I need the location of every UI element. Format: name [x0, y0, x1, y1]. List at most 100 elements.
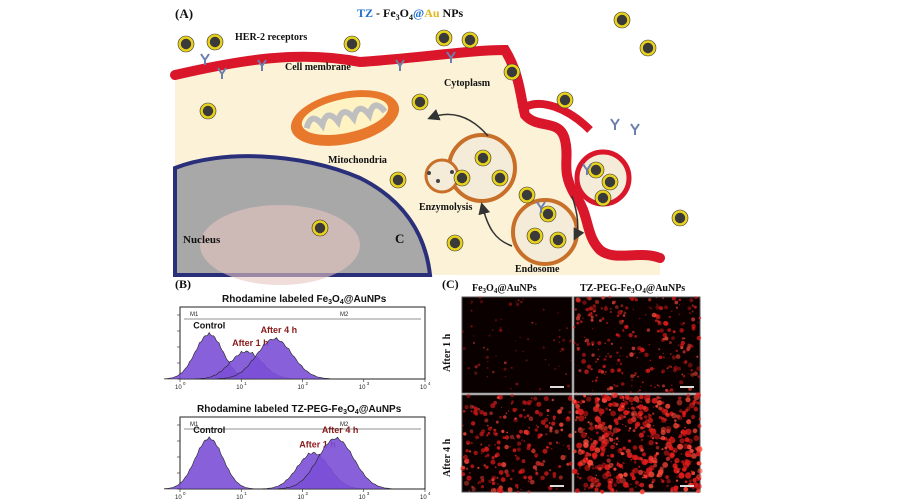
fluorescence-spot	[686, 444, 692, 450]
fluorescence-spot	[507, 487, 513, 493]
fluorescence-spot	[618, 355, 621, 357]
fluorescence-spot	[576, 442, 583, 449]
fluorescence-spot	[551, 421, 556, 426]
fluorescence-spot	[551, 398, 554, 402]
fluorescence-spot	[535, 460, 541, 466]
fluorescence-spot	[658, 406, 662, 411]
fluorescence-spot	[665, 388, 669, 392]
fluorescence-spot	[578, 369, 582, 373]
fluorescence-spot	[488, 479, 492, 483]
fluorescence-spot	[603, 432, 610, 438]
fluorescence-spot	[662, 337, 665, 340]
fluorescence-spot	[513, 438, 515, 440]
fluorescence-spot	[574, 431, 577, 433]
fluorescence-spot	[616, 478, 622, 484]
fluorescence-spot	[575, 488, 580, 494]
fluorescence-spot	[671, 412, 677, 419]
fluorescence-spot	[546, 409, 550, 412]
fragment	[436, 179, 440, 183]
fluorescence-spot	[594, 424, 598, 428]
fluorescence-spot	[589, 425, 594, 431]
x-tick-exponent: 0	[183, 491, 186, 496]
fluorescence-spot	[661, 448, 664, 451]
fluorescence-spot	[682, 350, 686, 354]
fluorescence-spot	[641, 381, 644, 384]
fluorescence-spot	[608, 399, 611, 401]
fluorescence-spot	[491, 456, 495, 460]
fluorescence-spot	[667, 328, 671, 332]
fluorescence-spot	[689, 312, 691, 314]
fluorescence-spot	[647, 414, 652, 419]
panel-a: (A) TZ - Fe3O4@Au NPs HER-2 receptors Ce…	[170, 6, 689, 285]
x-tick-label: 10	[298, 495, 305, 500]
fluorescence-spot	[480, 475, 485, 480]
fluorescence-spot	[490, 459, 496, 465]
x-tick-label: 10	[175, 495, 182, 500]
nucleus-label: Nucleus	[183, 234, 221, 246]
fluorescence-spot	[474, 371, 478, 375]
fluorescence-spot	[497, 483, 499, 485]
fluorescence-spot	[582, 400, 586, 404]
fluorescence-spot	[691, 317, 696, 322]
fluorescence-spot	[580, 432, 587, 439]
fluorescence-spot	[471, 485, 474, 488]
fluorescence-spot	[589, 438, 593, 441]
fluorescence-spot	[635, 486, 637, 488]
fluorescence-spot	[514, 454, 517, 457]
her2-receptor	[395, 59, 405, 71]
fluorescence-spot	[653, 463, 657, 468]
fluorescence-spot	[470, 410, 473, 413]
fluorescence-spot	[506, 431, 508, 434]
fluorescence-spot	[688, 387, 692, 391]
fluorescence-spot	[610, 392, 618, 399]
fluorescence-spot	[677, 443, 684, 450]
nanoparticle-core	[542, 208, 554, 220]
fluorescence-spot	[648, 440, 654, 446]
fluorescence-spot	[661, 401, 665, 405]
fluorescence-spot	[676, 414, 681, 419]
fluorescence-spot	[679, 323, 682, 325]
fluorescence-spot	[465, 449, 469, 453]
fluorescence-spot	[542, 448, 548, 454]
fluorescence-spot	[603, 441, 607, 445]
fluorescence-spot	[619, 448, 623, 451]
fluorescence-spot	[604, 370, 607, 374]
fluorescence-spot	[529, 479, 535, 485]
fluorescence-spot	[628, 396, 635, 403]
fluorescence-spot	[691, 414, 696, 420]
fluorescence-spot	[607, 454, 609, 457]
nanoparticle-core	[604, 176, 616, 188]
fluorescence-spot	[666, 367, 669, 370]
fluorescence-spot	[631, 330, 635, 334]
fluorescence-spot	[603, 306, 608, 311]
series-label: Control	[193, 321, 225, 331]
fluorescence-spot	[685, 397, 691, 403]
nanoparticle-core	[642, 42, 654, 54]
fluorescence-spot	[508, 302, 513, 306]
fluorescence-spot	[675, 354, 681, 359]
fluorescence-spot	[461, 472, 466, 476]
nanoparticle-core	[494, 172, 506, 184]
x-tick-exponent: 4	[428, 491, 431, 496]
fluorescence-spot	[468, 490, 470, 492]
nanoparticle-core	[202, 105, 214, 117]
fluorescence-spot	[626, 355, 629, 358]
fluorescence-spot	[601, 446, 606, 452]
x-tick-label: 10	[420, 495, 427, 500]
fluorescence-spot	[681, 460, 685, 464]
fluorescence-spot	[693, 305, 697, 309]
fluorescence-spot	[481, 429, 486, 434]
fluorescence-spot	[468, 472, 471, 474]
fluorescence-spot	[592, 310, 596, 313]
fluorescence-spot	[553, 339, 556, 342]
fluorescence-spot	[594, 487, 599, 492]
fluorescence-spot	[470, 302, 472, 305]
marker-m2: M2	[340, 312, 349, 318]
fluorescence-spot	[522, 400, 527, 405]
fluorescence-spot	[674, 419, 677, 422]
fluorescence-spot	[510, 366, 513, 369]
fluorescence-spot	[597, 423, 604, 430]
x-tick-exponent: 2	[306, 381, 309, 386]
nanoparticle-core	[521, 189, 533, 201]
fluorescence-spot	[603, 438, 608, 443]
